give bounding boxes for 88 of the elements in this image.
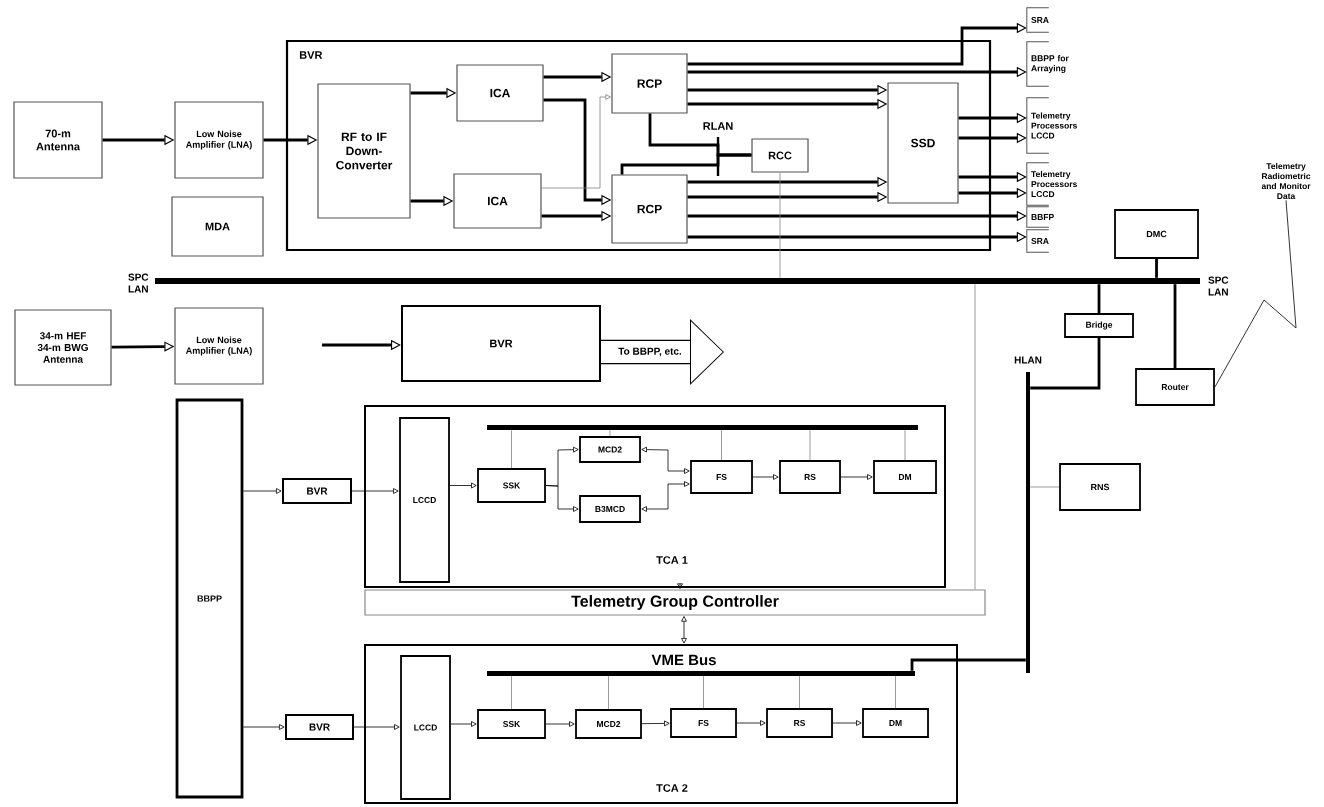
bus-label: HLAN	[1014, 356, 1042, 364]
arrow	[832, 720, 862, 726]
connector-line	[1155, 258, 1158, 278]
block-box: RCP	[611, 174, 688, 244]
output-label: SRA	[1026, 7, 1050, 33]
connector-line	[721, 429, 722, 461]
connector-line	[620, 153, 752, 175]
arrow	[351, 488, 399, 494]
connector-line	[799, 675, 800, 709]
arrow	[641, 720, 670, 727]
arrow	[243, 488, 282, 494]
connector-line	[779, 172, 781, 279]
block-box: 70-m Antenna	[13, 101, 103, 179]
arrow	[450, 721, 477, 727]
bus-label: SPC LAN	[1208, 276, 1229, 296]
output-label: Telemetry Processors LCCD	[1026, 162, 1077, 206]
arrow	[677, 583, 683, 589]
connector-line	[809, 429, 811, 461]
connector-line	[511, 675, 512, 710]
block-box: FS	[690, 460, 753, 494]
block-box: Bridge	[1064, 313, 1134, 338]
block-arrow	[601, 319, 724, 385]
connector-line	[974, 283, 976, 590]
connector-line	[895, 675, 896, 709]
connector-line	[1030, 337, 1101, 390]
block-box: DMC	[1114, 209, 1199, 259]
block-box: BVR	[401, 305, 601, 382]
arrow	[541, 94, 611, 189]
block-box: LCCD	[400, 655, 451, 800]
block-box: RCC	[751, 138, 809, 173]
block-box: RS	[779, 460, 841, 494]
arrow	[449, 482, 477, 489]
connector-line	[1173, 284, 1177, 369]
block-box: LCCD	[399, 417, 450, 583]
lightning-bolt	[1214, 199, 1297, 388]
block-box: Router	[1135, 368, 1215, 406]
block-box: Low Noise Amplifier (LNA)	[174, 307, 264, 385]
block-box: BVR	[285, 714, 354, 740]
arrow	[545, 721, 575, 727]
block-box: SSD	[887, 82, 959, 204]
output-label: Telemetry Processors LCCD	[1026, 97, 1077, 154]
bus-bar	[487, 425, 918, 430]
block-box: MDA	[171, 196, 264, 257]
arrow	[736, 720, 766, 726]
bus-label: VME Bus	[651, 654, 716, 666]
arrow	[752, 474, 779, 480]
block-box: ICA	[453, 173, 542, 229]
connector-line	[609, 429, 611, 437]
block-box: MCD2	[579, 436, 641, 463]
connector-line	[511, 429, 512, 469]
arrow	[353, 724, 400, 730]
block-box: DM	[873, 460, 937, 494]
connector-line	[904, 429, 906, 461]
block-box: BBPP	[175, 398, 244, 799]
connector-line	[1097, 284, 1101, 314]
block-box: RNS	[1059, 463, 1141, 511]
arrow	[840, 474, 873, 480]
block-box: 34-m HEF 34-m BWG Antenna	[14, 309, 112, 386]
block-box: BVR	[282, 478, 352, 504]
block-box: DM	[862, 708, 929, 738]
block-box: RS	[766, 708, 833, 738]
bus-label: SPC LAN	[128, 273, 149, 293]
block-box: SSK	[477, 468, 546, 503]
arrow-label: To BBPP, etc.	[617, 346, 683, 358]
bus-label: RLAN	[703, 122, 733, 130]
block-box: RF to IF Down-Converter	[317, 83, 411, 219]
arrow	[687, 22, 1027, 66]
block-box: MCD2	[575, 709, 642, 739]
connector-line	[608, 675, 609, 710]
block-box: ICA	[456, 64, 544, 122]
block-box: Low Noise Amplifier (LNA)	[174, 101, 264, 179]
output-label: BBFP	[1026, 206, 1054, 228]
arrow	[641, 446, 690, 474]
arrow	[545, 485, 579, 512]
arrow	[681, 616, 687, 644]
arrow	[243, 724, 285, 730]
block-box: Telemetry Group Controller	[364, 589, 986, 616]
arrow	[641, 481, 690, 512]
data-label: Telemetry Radiometric and Monitor Data	[1261, 162, 1311, 200]
connector-line	[910, 658, 1026, 671]
block-box: FS	[670, 708, 737, 738]
output-label: SRA	[1026, 229, 1050, 253]
connector-line	[703, 675, 704, 709]
block-box: SSK	[477, 709, 546, 739]
block-box: B3MCD	[579, 495, 641, 523]
block-box: RCP	[611, 53, 688, 114]
output-label: BBPP for Arraying	[1026, 41, 1069, 87]
connector-line	[1029, 486, 1060, 488]
